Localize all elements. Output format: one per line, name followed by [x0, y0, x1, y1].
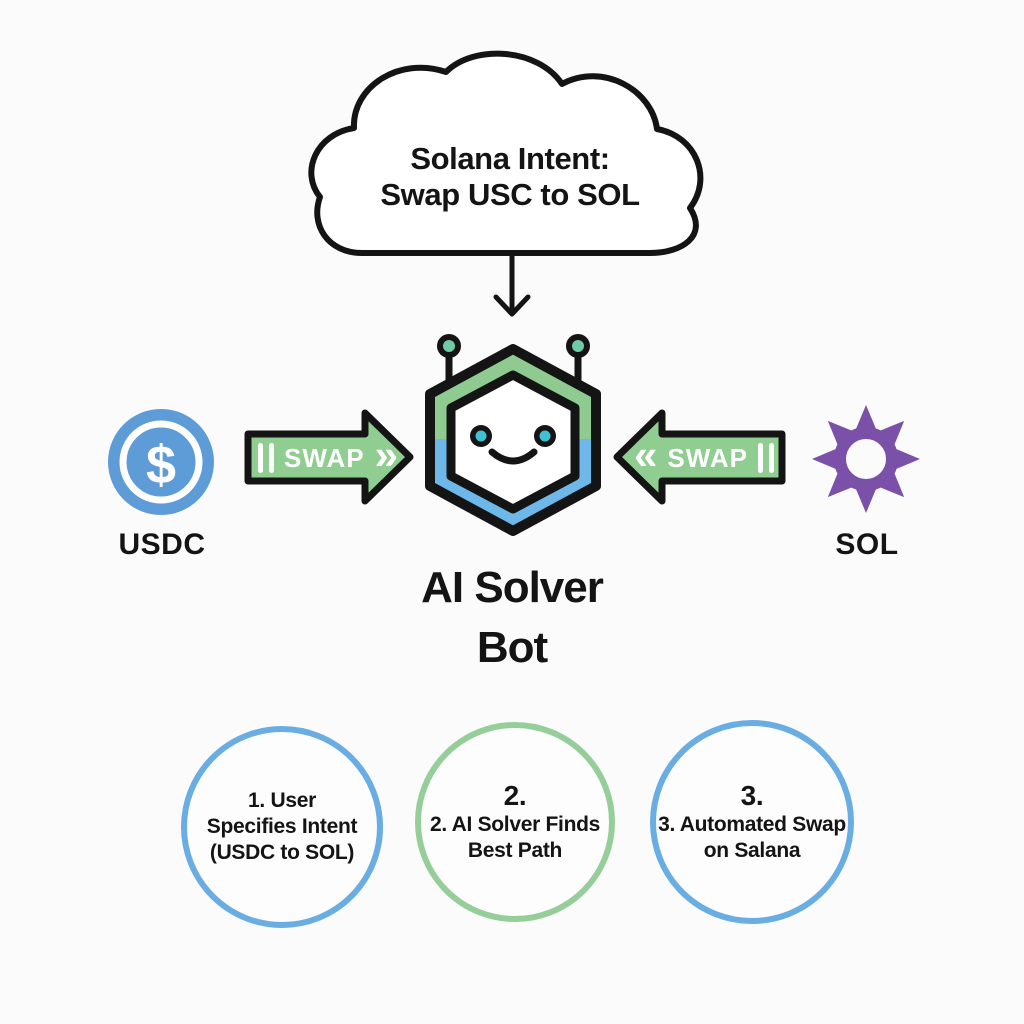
step2-number: 2.: [503, 780, 527, 811]
step-circle-3: 3. 3. Automated Swap on Salana: [650, 720, 854, 924]
sol-sun-icon: [812, 405, 920, 513]
step1-line-3: (USDC to SOL): [209, 841, 355, 864]
pause-bars-icon: [258, 443, 274, 473]
step1-line-1: 1. User: [248, 789, 316, 812]
intent-cloud-text: Solana Intent: Swap USC to SOL: [330, 141, 690, 213]
swap-arrow-left-icon: [613, 409, 786, 505]
dollar-sign-icon: $: [146, 435, 176, 495]
bot-title: AI Solver Bot: [312, 558, 712, 678]
step1-line-2: Specifies Intent: [206, 815, 358, 838]
usdc-token-label: USDC: [118, 528, 206, 561]
robot-bot-icon: [425, 334, 601, 536]
bot-title-line-2: Bot: [476, 623, 548, 672]
down-arrow-icon: [493, 253, 531, 317]
swap-arrow-right-icon: [244, 409, 414, 505]
usdc-coin-icon: $: [108, 409, 214, 515]
cloud-line-1: Solana Intent:: [410, 141, 610, 176]
bot-eye-left-icon: [470, 425, 492, 447]
bot-face: [446, 370, 580, 514]
double-chevron-right-icon: »: [374, 431, 398, 478]
double-chevron-left-icon: «: [634, 431, 658, 478]
cloud-line-2: Swap USC to SOL: [380, 177, 640, 212]
step2-line-2: 2. AI Solver Finds: [429, 813, 601, 836]
swap-label: SWAP: [284, 443, 365, 473]
step3-number: 3.: [740, 780, 764, 811]
right-swap-arrow-label: « SWAP: [634, 434, 774, 477]
intent-cloud-shape: [308, 50, 704, 256]
pause-bars-icon: [758, 443, 774, 473]
left-swap-arrow-label: SWAP »: [258, 434, 398, 477]
bot-eye-right-icon: [534, 425, 556, 447]
step-circle-2: 2. 2. AI Solver Finds Best Path: [415, 722, 615, 922]
bot-smile-icon: [488, 448, 538, 465]
step3-line-2: 3. Automated Swap: [658, 813, 846, 836]
swap-label: SWAP: [667, 443, 748, 473]
sol-token-label: SOL: [835, 528, 899, 561]
step2-line-3: Best Path: [467, 839, 563, 862]
bot-title-line-1: AI Solver: [421, 563, 604, 612]
step3-line-3: on Salana: [703, 839, 801, 862]
step-circle-1: 1. User Specifies Intent (USDC to SOL): [181, 726, 383, 928]
